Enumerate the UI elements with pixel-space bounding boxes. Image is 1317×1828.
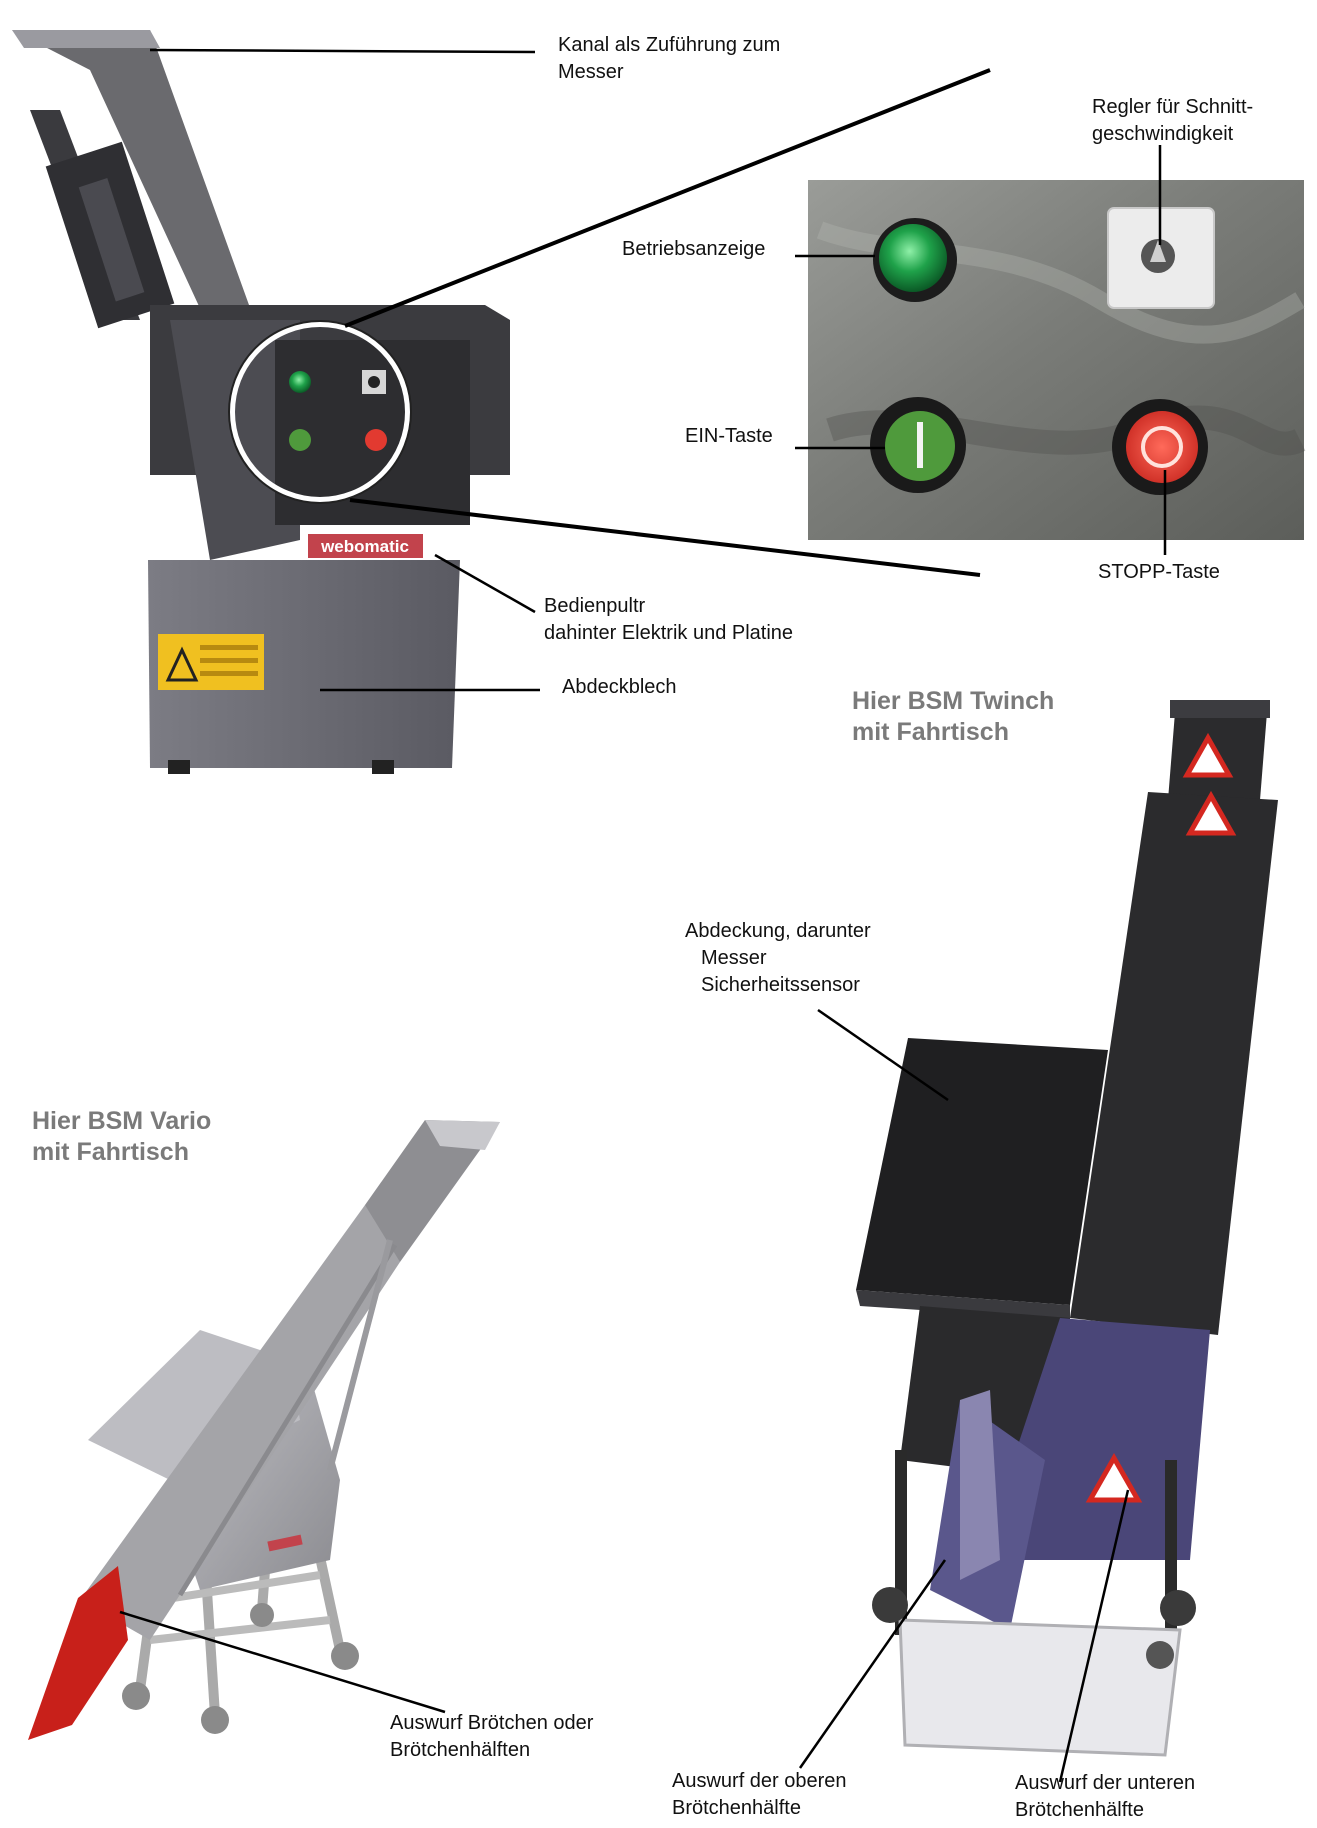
wheel-icon [1146, 1641, 1174, 1669]
label-line: Brötchenhälfte [1015, 1797, 1195, 1824]
safety-cover [856, 1038, 1108, 1305]
label-line: Brötchenhälfte [672, 1795, 847, 1822]
heading-twinch: Hier BSM Twinch mit Fahrtisch [852, 686, 1054, 748]
label-line: dahinter Elektrik und Platine [544, 620, 793, 647]
vario-machine [28, 1120, 500, 1740]
brand-plate: webomatic [320, 537, 409, 556]
label-line: Regler für Schnitt- [1092, 94, 1253, 121]
mini-led-icon [289, 371, 311, 393]
label-abdeckung: Abdeckung, darunter Messer Sicherheitsse… [685, 918, 871, 999]
label-line: Messer [685, 945, 871, 972]
label-line: Brötchenhälften [390, 1737, 593, 1764]
heading-line: Hier BSM Vario [32, 1106, 211, 1137]
label-betriebsanzeige: Betriebsanzeige [622, 236, 765, 263]
label-line: Auswurf der oberen [672, 1768, 847, 1795]
label-line: Messer [558, 59, 780, 86]
label-auswurf-oben: Auswurf der oberen Brötchenhälfte [672, 1768, 847, 1822]
label-line: Bedienpultr [544, 593, 793, 620]
label-line: Abdeckung, darunter [685, 918, 871, 945]
label-line: STOPP-Taste [1098, 559, 1220, 586]
stop-button-icon [1126, 411, 1198, 483]
heading-line: Hier BSM Twinch [852, 686, 1054, 717]
label-line: Kanal als Zuführung zum [558, 32, 780, 59]
wheel-icon [331, 1642, 359, 1670]
label-line: Auswurf der unteren [1015, 1770, 1195, 1797]
label-regler: Regler für Schnitt- geschwindigkeit [1092, 94, 1253, 148]
label-line: EIN-Taste [685, 423, 773, 450]
wheel-icon [122, 1682, 150, 1710]
wheel-icon [250, 1603, 274, 1627]
label-line: Auswurf Brötchen oder [390, 1710, 593, 1737]
label-line: Sicherheitssensor [685, 972, 871, 999]
heading-vario: Hier BSM Vario mit Fahrtisch [32, 1106, 211, 1168]
label-kanal: Kanal als Zuführung zum Messer [558, 32, 780, 86]
wheel-icon [201, 1706, 229, 1734]
label-ein-taste: EIN-Taste [685, 423, 773, 450]
zoomed-control-panel [808, 180, 1304, 540]
wheel-icon [1160, 1590, 1196, 1626]
label-auswurf-vario: Auswurf Brötchen oder Brötchenhälften [390, 1710, 593, 1764]
operating-light-icon [879, 224, 947, 292]
heading-line: mit Fahrtisch [32, 1137, 211, 1168]
label-line: geschwindigkeit [1092, 121, 1253, 148]
wheel-icon [872, 1587, 908, 1623]
label-line: Abdeckblech [562, 674, 677, 701]
label-abdeckblech: Abdeckblech [562, 674, 677, 701]
red-exit-chute [28, 1566, 128, 1740]
label-auswurf-unten: Auswurf der unteren Brötchenhälfte [1015, 1770, 1195, 1824]
mini-on-button-icon [289, 429, 311, 451]
label-bedienpult: Bedienpultr dahinter Elektrik und Platin… [544, 593, 793, 647]
mini-stop-button-icon [365, 429, 387, 451]
label-stopp-taste: STOPP-Taste [1098, 559, 1220, 586]
heading-line: mit Fahrtisch [852, 717, 1054, 748]
label-line: Betriebsanzeige [622, 236, 765, 263]
main-machine: webomatic [12, 30, 510, 774]
